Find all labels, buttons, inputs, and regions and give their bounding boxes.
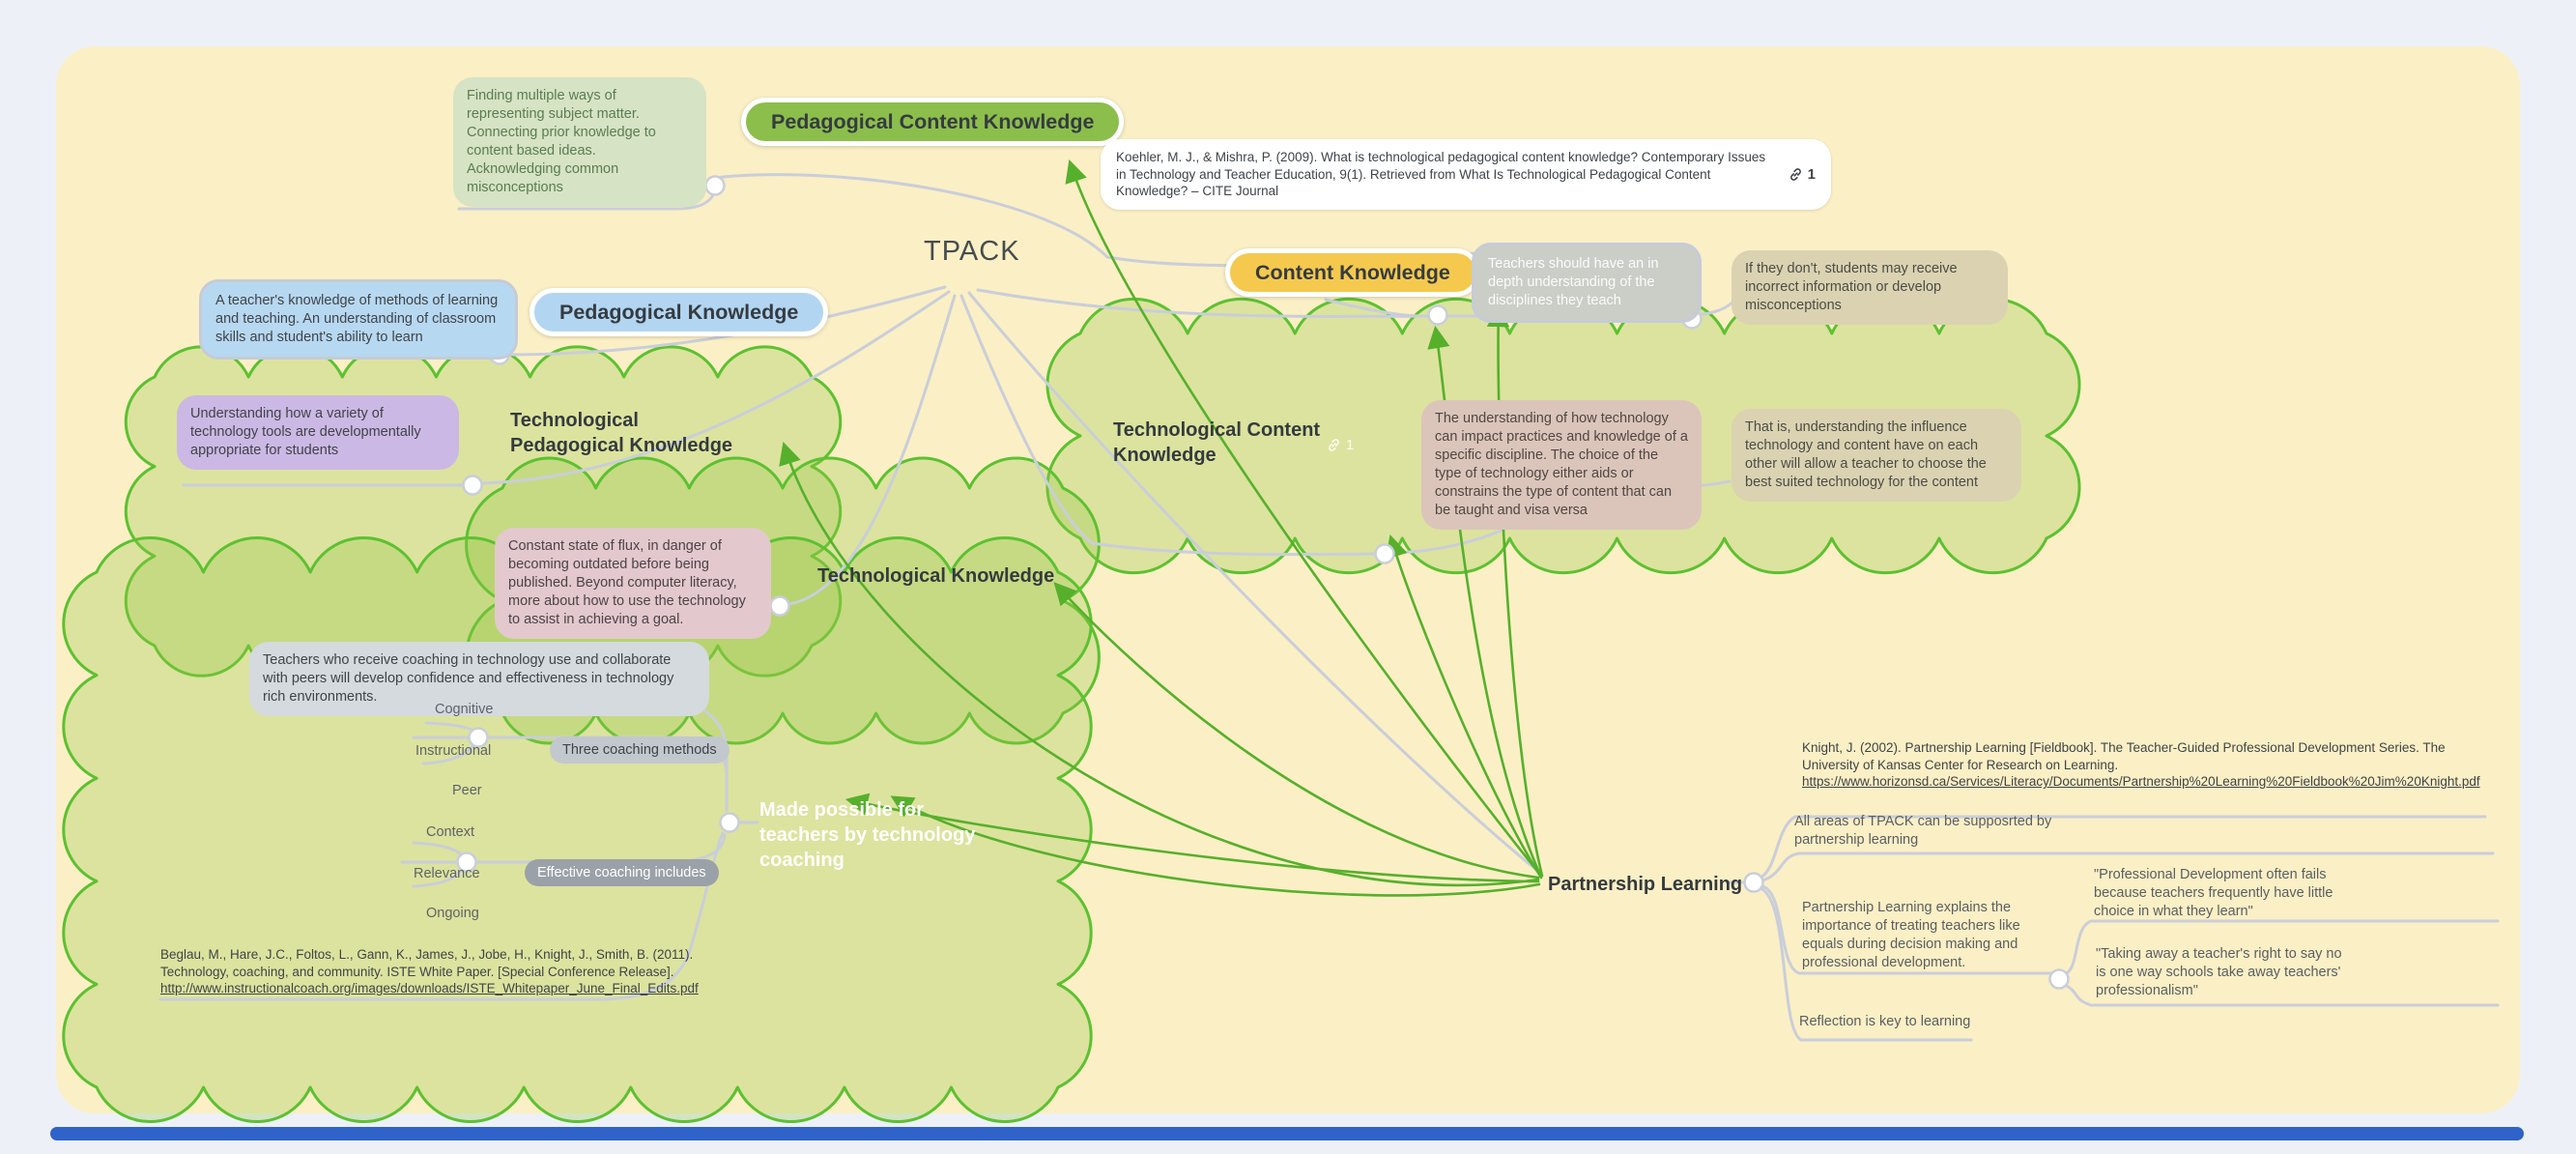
child-all-areas[interactable]: All areas of TPACK can be supposrted by …: [1794, 814, 2052, 848]
branch-line: [1760, 851, 2495, 882]
citation-koehler-text: Koehler, M. J., & Mishra, P. (2009). Wha…: [1116, 150, 1766, 198]
citation-beglau-url[interactable]: http://www.instructionalcoach.org/images…: [160, 981, 699, 995]
branch-line: [787, 294, 957, 606]
citation-beglau[interactable]: Beglau, M., Hare, J.C., Foltos, L., Gann…: [160, 946, 709, 997]
note-coaching[interactable]: Teachers who receive coaching in technol…: [249, 642, 709, 716]
branch-line: [412, 869, 463, 888]
citation-knight-text: Knight, J. (2002). Partnership Learning …: [1802, 740, 2446, 772]
link-count: 1: [1346, 437, 1355, 453]
branch-line: [158, 831, 725, 1001]
junction-handle[interactable]: [719, 812, 740, 833]
branch-line: [1760, 884, 2053, 975]
branch-line: [421, 742, 476, 765]
link-count: 1: [1807, 165, 1816, 183]
junction-handle[interactable]: [704, 175, 726, 196]
branch-line: [1759, 886, 1973, 1042]
branch-line: [412, 841, 463, 856]
note-pck[interactable]: Finding multiple ways of representing su…: [453, 77, 706, 207]
node-effective-coaching-includes[interactable]: Effective coaching includes: [525, 859, 719, 886]
tck-link-badge[interactable]: 1: [1326, 437, 1354, 453]
node-partnership-learning[interactable]: Partnership Learning: [1548, 874, 1743, 895]
central-topic-tpack[interactable]: TPACK: [924, 236, 1020, 267]
branch-line: [976, 288, 1431, 318]
bottom-window-edge: [50, 1127, 2524, 1140]
citation-koehler[interactable]: Koehler, M. J., & Mishra, P. (2009). Wha…: [1101, 139, 1831, 210]
junction-handle[interactable]: [769, 595, 790, 617]
label-ongoing[interactable]: Ongoing: [426, 906, 479, 921]
node-three-coaching-methods[interactable]: Three coaching methods: [550, 736, 730, 764]
relation-arrow: [1053, 582, 1540, 880]
node-pedagogical-content-knowledge[interactable]: Pedagogical Content Knowledge: [741, 98, 1125, 146]
relation-arrow: [1427, 325, 1542, 877]
node-technological-pedagogical-knowledge[interactable]: Technological Pedagogical Knowledge: [510, 410, 733, 456]
label-peer[interactable]: Peer: [452, 783, 482, 798]
branch-line: [959, 294, 1378, 557]
junction-handle[interactable]: [462, 475, 483, 496]
label-relevance[interactable]: Relevance: [414, 866, 480, 881]
junction-handle[interactable]: [1743, 872, 1764, 893]
branch-line: [1324, 298, 1422, 318]
note-tck-tan[interactable]: That is, understanding the influence tec…: [1732, 409, 2021, 502]
note-tck-pink[interactable]: The understanding of how technology can …: [1421, 400, 1702, 530]
link-icon: [1789, 167, 1801, 181]
child-pl-explains[interactable]: Partnership Learning explains the import…: [1802, 900, 2020, 970]
node-technological-content-knowledge[interactable]: Technological Content Knowledge: [1113, 419, 1321, 466]
relation-arrow: [1386, 534, 1543, 880]
citation-knight-url[interactable]: https://www.horizonsd.ca/Services/Litera…: [1802, 774, 2480, 789]
child-reflection[interactable]: Reflection is key to learning: [1799, 1014, 1971, 1029]
branch-line: [967, 291, 1538, 872]
label-cognitive[interactable]: Cognitive: [435, 702, 494, 717]
note-tk[interactable]: Constant state of flux, in danger of bec…: [495, 528, 771, 639]
label-instructional[interactable]: Instructional: [415, 743, 492, 759]
note-pk[interactable]: A teacher's knowledge of methods of lear…: [199, 279, 518, 360]
citation-knight[interactable]: Knight, J. (2002). Partnership Learning …: [1802, 739, 2490, 791]
relation-arrow: [890, 795, 1541, 897]
link-badge[interactable]: 1: [1788, 166, 1816, 183]
note-ck-misconceptions[interactable]: If they don't, students may receive inco…: [1732, 250, 2008, 325]
junction-handle[interactable]: [2048, 968, 2070, 990]
junction-handle[interactable]: [1374, 543, 1395, 564]
link-icon: [1329, 439, 1339, 451]
junction-handle[interactable]: [1427, 304, 1448, 326]
node-made-possible[interactable]: Made possible for teachers by technology…: [759, 799, 976, 871]
branch-line: [2065, 919, 2500, 975]
relation-arrow: [1065, 159, 1542, 877]
branch-line: [713, 173, 1109, 259]
branch-line: [1759, 815, 2487, 880]
junction-handle[interactable]: [456, 851, 477, 873]
note-ck-depth[interactable]: Teachers should have an in depth underst…: [1472, 243, 1702, 323]
branch-line: [2065, 984, 2500, 1007]
node-technological-knowledge[interactable]: Technological Knowledge: [817, 565, 1055, 587]
junction-handle[interactable]: [468, 727, 489, 748]
note-tpk[interactable]: Understanding how a variety of technolog…: [177, 395, 459, 470]
node-pedagogical-knowledge[interactable]: Pedagogical Knowledge: [530, 288, 829, 336]
citation-beglau-text: Beglau, M., Hare, J.C., Foltos, L., Gann…: [160, 947, 694, 979]
mindmap-canvas: [56, 46, 2520, 1113]
relation-arrow: [1486, 303, 1544, 878]
relation-arrow: [779, 442, 1540, 887]
node-content-knowledge[interactable]: Content Knowledge: [1225, 248, 1480, 297]
child-quote-taking-away[interactable]: "Taking away a teacher's right to say no…: [2096, 946, 2342, 998]
label-context[interactable]: Context: [426, 824, 474, 840]
child-quote-pd-fails[interactable]: "Professional Development often fails be…: [2094, 867, 2333, 919]
branch-line: [479, 290, 951, 485]
